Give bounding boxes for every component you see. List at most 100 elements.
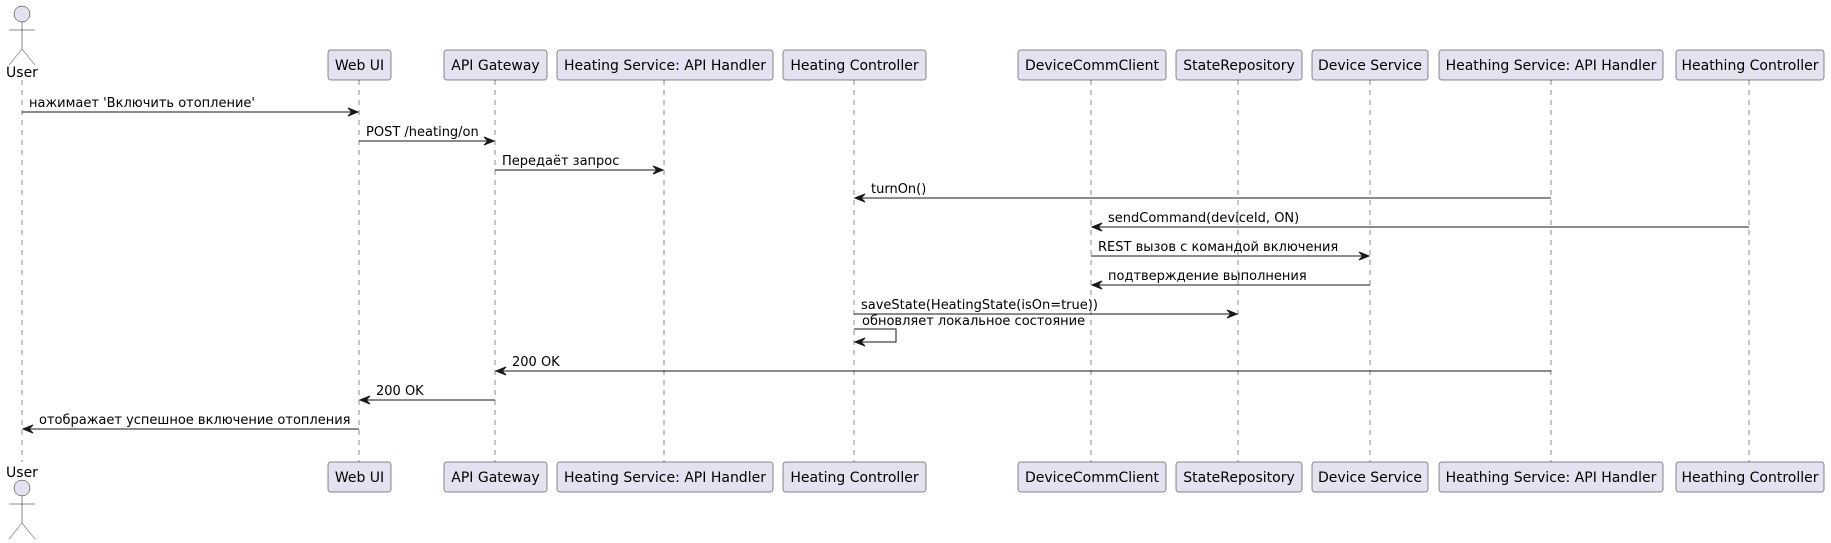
participant-label-user-bottom: User	[6, 465, 38, 481]
arrowhead-icon	[358, 395, 371, 405]
message-8: saveState(HeatingState(isOn=true))	[854, 298, 1239, 319]
actor-body-icon	[8, 496, 36, 540]
participant-box	[782, 49, 927, 81]
participant-box	[1017, 461, 1167, 493]
participant-label-gateway: API Gateway	[451, 58, 539, 74]
message-label: saveState(HeatingState(isOn=true))	[861, 298, 1098, 313]
actor-head-icon	[13, 5, 31, 23]
participant-heating_ctrl-top: Heating Controller	[782, 49, 927, 81]
arrowhead-icon	[347, 107, 360, 117]
participant-staterepo-top: StateRepository	[1175, 49, 1303, 81]
arrowhead-icon	[21, 424, 34, 434]
participant-label-devservice: Device Service	[1318, 470, 1422, 486]
arrowhead-icon	[1358, 251, 1371, 261]
message-12: отображает успешное включение отопления	[21, 413, 359, 434]
participant-heathing_ctrl-bottom: Heathing Controller	[1675, 461, 1825, 493]
messages: нажимает 'Включить отопление' POST /heati…	[21, 96, 1749, 434]
message-label: обновляет локальное состояние	[862, 314, 1085, 329]
participant-heathing_api-top: Heathing Service: API Handler	[1438, 49, 1664, 81]
participant-label-devservice: Device Service	[1318, 58, 1422, 74]
participant-box	[1438, 49, 1664, 81]
arrowhead-icon	[1090, 280, 1103, 290]
message-label: 200 OK	[512, 355, 560, 370]
message-10: 200 OK	[494, 355, 1551, 376]
participant-label-webui: Web UI	[335, 58, 384, 74]
participant-label-staterepo: StateRepository	[1183, 58, 1295, 74]
participant-box	[1175, 461, 1303, 493]
message-label: POST /heating/on	[366, 125, 479, 140]
participant-box	[327, 49, 392, 81]
participant-box	[782, 461, 927, 493]
message-label: turnOn()	[871, 182, 926, 197]
message-label: REST вызов с командой включения	[1098, 240, 1338, 255]
participant-webui-bottom: Web UI	[327, 461, 392, 493]
message-line	[854, 328, 897, 343]
participant-box	[443, 49, 548, 81]
actor-body-icon	[8, 22, 36, 66]
participant-box	[1175, 49, 1303, 81]
arrowhead-icon	[1090, 222, 1103, 232]
participant-label-heating_api: Heating Service: API Handler	[564, 470, 766, 486]
arrowhead-icon	[853, 193, 866, 203]
actor-head-icon	[13, 479, 31, 497]
message-11: 200 OK	[358, 384, 495, 405]
message-6: REST вызов с командой включения	[1091, 240, 1371, 261]
participant-box	[1675, 461, 1825, 493]
participant-box	[443, 461, 548, 493]
participant-label-heathing_api: Heathing Service: API Handler	[1446, 470, 1657, 486]
message-label: отображает успешное включение отопления	[39, 413, 351, 428]
participant-box	[327, 461, 392, 493]
message-label: 200 OK	[376, 384, 424, 399]
arrowhead-icon	[853, 337, 866, 347]
message-1: нажимает 'Включить отопление'	[22, 96, 360, 117]
message-5: sendCommand(deviceId, ON)	[1090, 211, 1749, 232]
participant-label-user: User	[6, 65, 38, 81]
message-label: Передаёт запрос	[502, 154, 619, 169]
message-2: POST /heating/on	[359, 125, 496, 146]
message-label: нажимает 'Включить отопление'	[29, 96, 255, 111]
actor-top	[8, 5, 36, 66]
lifelines	[21, 80, 1750, 462]
participants-bottom: User Web UI API Gateway Heating Service: AP…	[6, 461, 1825, 540]
participant-devservice-top: Device Service	[1311, 49, 1429, 81]
message-label: подтверждение выполнения	[1108, 269, 1307, 284]
message-9: обновляет локальное состояние	[853, 314, 1085, 347]
participant-label-heathing_ctrl: Heathing Controller	[1681, 470, 1818, 486]
participant-label-devcomm: DeviceCommClient	[1025, 58, 1160, 74]
participant-heating_ctrl-bottom: Heating Controller	[782, 461, 927, 493]
participant-devservice-bottom: Device Service	[1311, 461, 1429, 493]
participant-label-heating_ctrl: Heating Controller	[790, 58, 918, 74]
participant-box	[556, 461, 774, 493]
participant-webui-top: Web UI	[327, 49, 392, 81]
participant-label-webui: Web UI	[335, 470, 384, 486]
message-label: sendCommand(deviceId, ON)	[1108, 211, 1299, 226]
actor-bottom	[8, 479, 36, 540]
participant-gateway-bottom: API Gateway	[443, 461, 548, 493]
arrowhead-icon	[1226, 309, 1239, 319]
participants-top: User Web UI API Gateway Heating Service: AP…	[6, 5, 1825, 81]
message-3: Передаёт запрос	[495, 154, 665, 175]
participant-box	[1438, 461, 1664, 493]
participant-label-heathing_ctrl: Heathing Controller	[1681, 58, 1818, 74]
participant-label-staterepo: StateRepository	[1183, 470, 1295, 486]
participant-heating_api-top: Heating Service: API Handler	[556, 49, 774, 81]
participant-label-heating_ctrl: Heating Controller	[790, 470, 918, 486]
message-4: turnOn()	[853, 182, 1551, 203]
participant-devcomm-bottom: DeviceCommClient	[1017, 461, 1167, 493]
participant-devcomm-top: DeviceCommClient	[1017, 49, 1167, 81]
arrowhead-icon	[652, 165, 665, 175]
participant-box	[1675, 49, 1825, 81]
participant-label-gateway: API Gateway	[451, 470, 539, 486]
participant-label-devcomm: DeviceCommClient	[1025, 470, 1160, 486]
message-7: подтверждение выполнения	[1090, 269, 1370, 290]
participant-gateway-top: API Gateway	[443, 49, 548, 81]
participant-box	[1311, 461, 1429, 493]
participant-heating_api-bottom: Heating Service: API Handler	[556, 461, 774, 493]
participant-box	[1017, 49, 1167, 81]
participant-box	[1311, 49, 1429, 81]
participant-label-heating_api: Heating Service: API Handler	[564, 58, 766, 74]
participant-heathing_ctrl-top: Heathing Controller	[1675, 49, 1825, 81]
arrowhead-icon	[494, 366, 507, 376]
participant-staterepo-bottom: StateRepository	[1175, 461, 1303, 493]
